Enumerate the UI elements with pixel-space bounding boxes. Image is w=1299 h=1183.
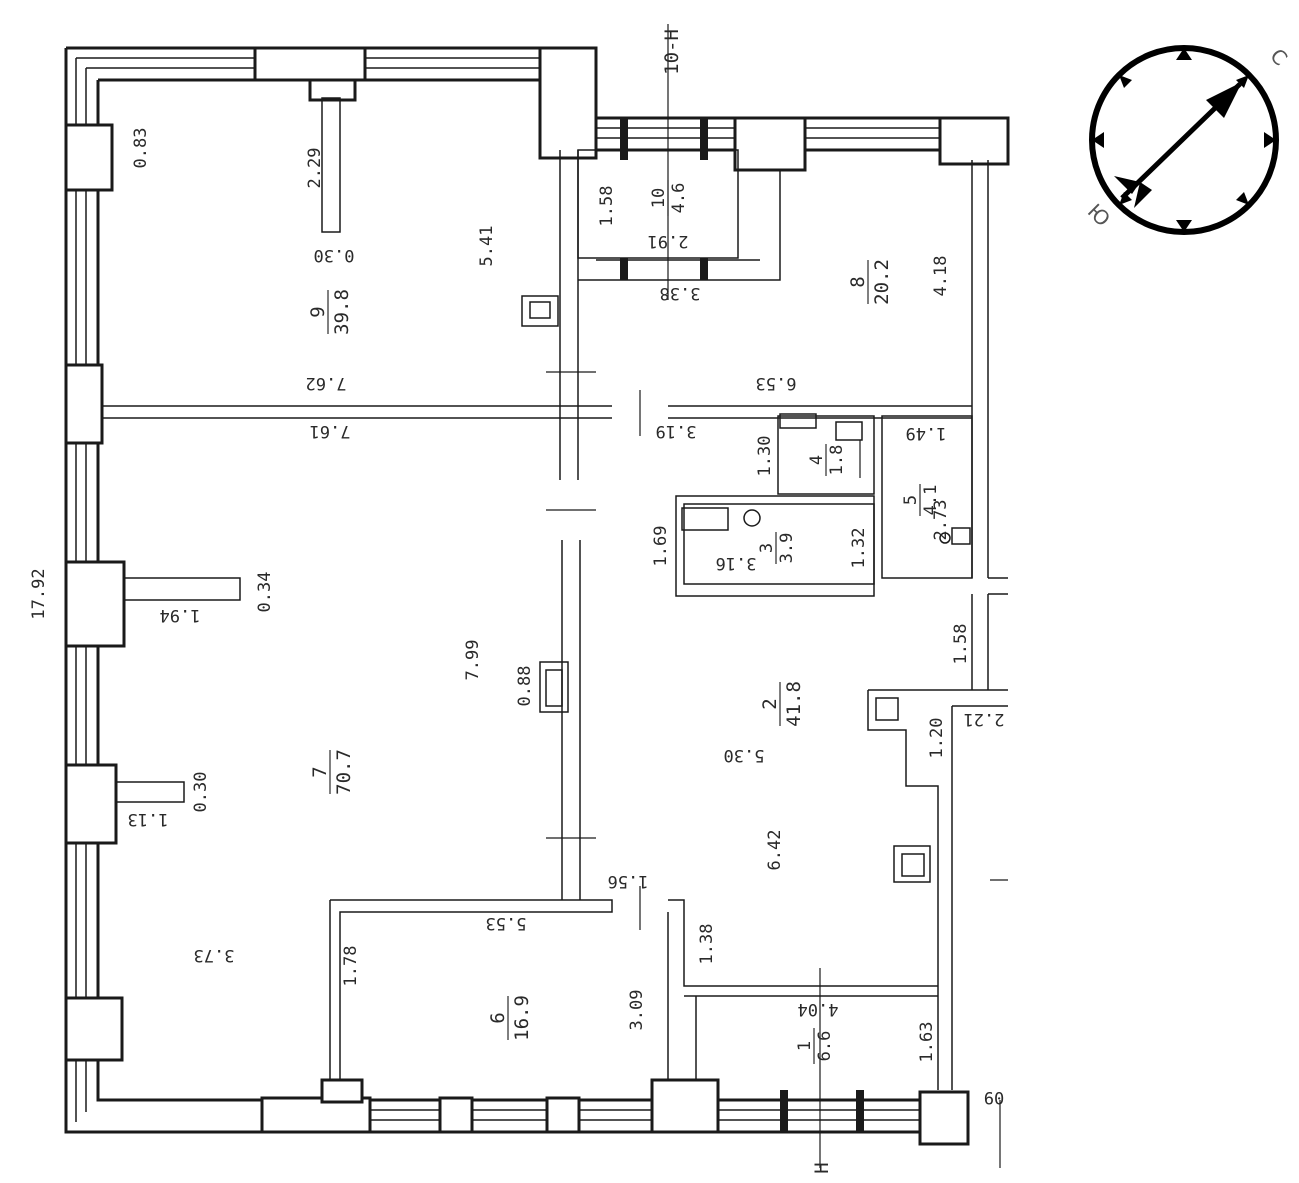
room-labels: 9 39.8 10 4.6 8 20.2 7 70.7 4 1.8 5 4.1 xyxy=(307,180,941,1064)
dim-label: 1.49 xyxy=(906,423,947,443)
room-8-number: 8 xyxy=(847,276,869,287)
room-1-number: 1 xyxy=(795,1041,815,1051)
dim-label: 7.99 xyxy=(463,640,483,681)
dim-label: 4.04 xyxy=(798,999,839,1019)
dim-label: 7.62 xyxy=(306,373,347,393)
dim-label: 3.19 xyxy=(656,421,697,441)
room-5-area: 4.1 xyxy=(921,485,941,516)
dim-label: 0.83 xyxy=(131,128,151,169)
dim-label: 1.38 xyxy=(697,924,717,965)
dim-label: 1.58 xyxy=(597,186,617,227)
dim-label: 09 xyxy=(984,1087,1004,1107)
dim-label: 6.53 xyxy=(756,373,797,393)
dimension-labels: 0.83 2.29 0.30 5.41 7.62 7.61 1.58 2.91 … xyxy=(29,128,1004,1107)
dim-label: 0.30 xyxy=(314,245,355,265)
dim-label: 1.30 xyxy=(755,436,775,477)
dim-label: 1.94 xyxy=(160,605,201,625)
dim-label: 7.61 xyxy=(310,421,351,441)
room-7-number: 7 xyxy=(309,766,331,777)
dim-label: 1.78 xyxy=(341,946,361,987)
dim-label: 3.09 xyxy=(627,990,647,1031)
dim-label: 3.73 xyxy=(194,945,235,965)
room-10-number: 10 xyxy=(649,188,669,208)
exterior-walls xyxy=(64,46,1008,1134)
room-4-area: 1.8 xyxy=(827,445,847,476)
dim-label: 0.88 xyxy=(515,666,535,707)
wall-piers xyxy=(64,46,1010,1146)
room-2-number: 2 xyxy=(759,698,781,709)
dim-label: 17.92 xyxy=(29,568,49,619)
dim-label: 2.21 xyxy=(964,709,1005,729)
room-9-number: 9 xyxy=(307,306,329,317)
room-1-area: 6.6 xyxy=(815,1031,835,1062)
compass-south-label: Ю xyxy=(1083,199,1115,231)
room-6-number: 6 xyxy=(487,1012,509,1023)
compass-arrow-icon xyxy=(1114,82,1242,208)
interior-walls xyxy=(102,97,1008,1090)
room-6-area: 16.9 xyxy=(511,995,533,1041)
dim-label: 1.13 xyxy=(128,809,169,829)
dim-label: 2.29 xyxy=(305,148,325,189)
compass-ticks xyxy=(1092,48,1276,232)
axis-label-bottom: H xyxy=(811,1162,833,1173)
room-3-area: 3.9 xyxy=(777,533,797,564)
room-2-area: 41.8 xyxy=(783,681,805,727)
compass-rose: C Ю xyxy=(1083,44,1293,235)
dim-label: 3.38 xyxy=(660,283,701,303)
dim-label: 1.63 xyxy=(917,1022,937,1063)
dim-label: 5.41 xyxy=(477,226,497,267)
dim-label: 0.30 xyxy=(191,772,211,813)
axis-label-top: 10-H xyxy=(661,29,683,75)
room-3-number: 3 xyxy=(757,543,777,553)
dim-label: 1.56 xyxy=(608,871,649,891)
dim-label: 2.91 xyxy=(648,231,689,251)
dim-label: 4.18 xyxy=(931,256,951,297)
dim-label: 1.32 xyxy=(849,528,869,569)
dim-label: 2.73 xyxy=(931,500,951,541)
room-4-number: 4 xyxy=(807,455,827,465)
dim-label: 6.42 xyxy=(765,830,785,871)
dim-label: 1.58 xyxy=(951,624,971,665)
room-8-area: 20.2 xyxy=(871,259,893,305)
room-5-number: 5 xyxy=(901,495,921,505)
room-10-area: 4.6 xyxy=(669,183,689,214)
room-9-area: 39.8 xyxy=(331,289,353,335)
dim-label: 5.30 xyxy=(724,745,765,765)
room-7-area: 70.7 xyxy=(333,749,355,795)
axis-markers xyxy=(546,24,1008,1168)
dim-label: 3.16 xyxy=(716,553,757,573)
dim-label: 5.53 xyxy=(486,913,527,933)
compass-north-label: C xyxy=(1266,44,1293,71)
dim-label: 1.20 xyxy=(927,718,947,759)
dim-label: 1.69 xyxy=(651,526,671,567)
dim-label: 0.34 xyxy=(255,572,275,613)
